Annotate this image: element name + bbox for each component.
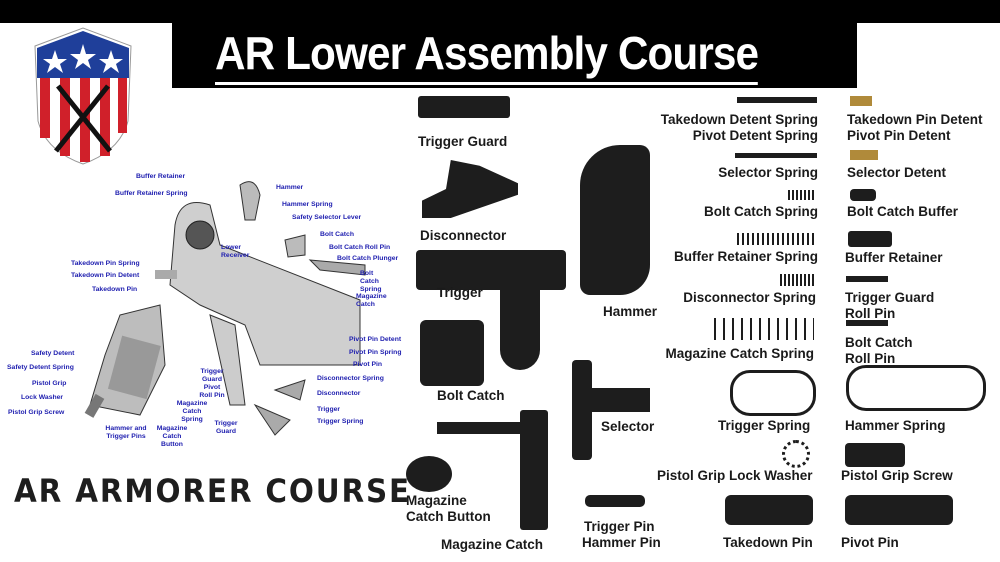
hammer-image [580, 145, 650, 295]
label-disconnector: Disconnector [420, 228, 507, 243]
diagram-label: Hammer Spring [282, 201, 333, 208]
label-takedown-detent-spring: Takedown Detent Spring [660, 112, 818, 127]
label-magazine-catch-button: Magazine Catch Button [406, 493, 491, 524]
ar-armorer-course-brand: AR ARMORER COURSE [14, 472, 411, 510]
label-hammer-spring: Hammer Spring [845, 418, 946, 433]
diagram-label: Trigger Guard Pivot Roll Pin [199, 368, 225, 399]
label-bolt-catch-spring: Bolt Catch Spring [704, 204, 818, 219]
diagram-label: Pistol Grip Screw [8, 409, 65, 416]
label-selector: Selector [601, 419, 655, 434]
label-buffer-retainer-spring: Buffer Retainer Spring [673, 249, 818, 264]
label-selector-spring: Selector Spring [718, 165, 818, 180]
label-bolt-catch: Bolt Catch [437, 388, 505, 403]
diagram-label: Magazine Catch [356, 293, 387, 308]
diagram-label: Disconnector Spring [317, 375, 384, 382]
bolt-catch-buffer-image [850, 189, 876, 201]
shield-logo [34, 27, 132, 165]
label-pivot-pin-detent: Pivot Pin Detent [847, 128, 951, 143]
hammer-spring-image [846, 365, 986, 411]
bolt-catch-image [420, 320, 484, 386]
takedown-pin-detent-image [850, 96, 872, 106]
selector-image [572, 360, 592, 460]
label-selector-detent: Selector Detent [847, 165, 947, 180]
diagram-label: Trigger Guard [214, 420, 238, 435]
buffer-retainer-spring-image [737, 233, 817, 245]
label-takedown-pin: Takedown Pin [723, 535, 813, 550]
diagram-label: Pivot Pin Detent [349, 336, 402, 343]
diagram-label: Pivot Pin [353, 361, 383, 368]
magazine-catch-spring-image [714, 318, 814, 340]
label-trigger: Trigger [437, 285, 483, 300]
diagram-label: Bolt Catch [320, 231, 354, 238]
label-disconnector-spring: Disconnector Spring [683, 290, 816, 305]
diagram-label: Disconnector [317, 390, 361, 397]
diagram-label: Buffer Retainer [136, 173, 186, 180]
label-trigger-guard: Trigger Guard [418, 134, 508, 149]
pivot-pin-image [845, 495, 953, 525]
diagram-label: Hammer and Trigger Pins [105, 425, 147, 440]
label-hammer: Hammer [603, 304, 658, 319]
takedown-pin-image [725, 495, 813, 525]
pistol-grip-screw-image [845, 443, 905, 467]
label-bolt-catch-buffer: Bolt Catch Buffer [847, 204, 958, 219]
diagram-label: Lower Receiver [221, 244, 250, 259]
label-buffer-retainer: Buffer Retainer [845, 250, 943, 265]
diagram-label: Trigger [317, 406, 341, 413]
label-takedown-pin-detent: Takedown Pin Detent [847, 112, 983, 127]
label-hammer-pin: Hammer Pin [582, 535, 661, 550]
trigger-image [416, 250, 566, 290]
trigger-blade-image [500, 280, 540, 370]
page-title: AR Lower Assembly Course [215, 24, 759, 85]
top-band [0, 0, 1000, 23]
buffer-retainer-image [848, 231, 892, 247]
label-magazine-catch: Magazine Catch [441, 537, 544, 552]
trigger-spring-image [730, 370, 816, 416]
diagram-label: Pivot Pin Spring [349, 349, 402, 356]
trigger-guard-roll-pin-image [846, 276, 888, 282]
diagram-label: Pistol Grip [32, 380, 67, 387]
magazine-catch-image [437, 422, 547, 434]
diagram-label: Bolt Catch Spring [360, 270, 382, 293]
label-pistol-grip-screw: Pistol Grip Screw [841, 468, 953, 483]
diagram-label: Safety Detent Spring [7, 364, 74, 371]
diagram-label: Hammer [276, 184, 304, 191]
exploded-lower-diagram [84, 181, 366, 436]
lock-washer-image [782, 440, 810, 468]
label-pivot-pin: Pivot Pin [841, 535, 899, 550]
diagram-label: Safety Detent [31, 350, 75, 357]
diagram-label: Lock Washer [21, 394, 64, 401]
selector-detent-image [850, 150, 878, 160]
trigger-pin-image [585, 495, 645, 507]
label-pistol-grip-lock-washer: Pistol Grip Lock Washer [657, 468, 813, 483]
diagram-label: Bolt Catch Plunger [337, 255, 399, 262]
label-magazine-catch-spring: Magazine Catch Spring [665, 346, 814, 361]
magazine-catch-body-image [520, 410, 548, 530]
disconnector-image [422, 160, 518, 218]
takedown-detent-spring-image [737, 97, 817, 103]
label-trigger-pin: Trigger Pin [584, 519, 655, 534]
diagram-label: Takedown Pin Detent [71, 272, 140, 279]
diagram-label: Trigger Spring [317, 418, 364, 425]
disconnector-spring-image [780, 274, 816, 286]
bolt-catch-roll-pin-image [846, 320, 888, 326]
selector-lever-image [590, 388, 650, 412]
label-bolt-catch-roll-pin: Bolt Catch Roll Pin [845, 335, 913, 366]
label-pivot-detent-spring: Pivot Detent Spring [692, 128, 818, 143]
diagram-label: Magazine Catch Button [156, 425, 188, 448]
diagram-label: Takedown Pin [92, 286, 138, 293]
label-trigger-spring: Trigger Spring [718, 418, 811, 433]
label-trigger-guard-roll-pin: Trigger Guard Roll Pin [845, 290, 935, 321]
diagram-label: Buffer Retainer Spring [115, 190, 188, 197]
diagram-label: Bolt Catch Roll Pin [329, 244, 391, 251]
diagram-label: Safety Selector Lever [292, 214, 362, 221]
magazine-catch-button-image [406, 456, 452, 492]
bolt-catch-spring-image [788, 190, 816, 200]
selector-spring-image [735, 153, 817, 158]
diagram-label: Takedown Pin Spring [71, 260, 140, 267]
diagram-label: Magazine Catch Spring [176, 400, 208, 423]
title-banner [172, 23, 857, 88]
trigger-guard-image [418, 96, 510, 118]
